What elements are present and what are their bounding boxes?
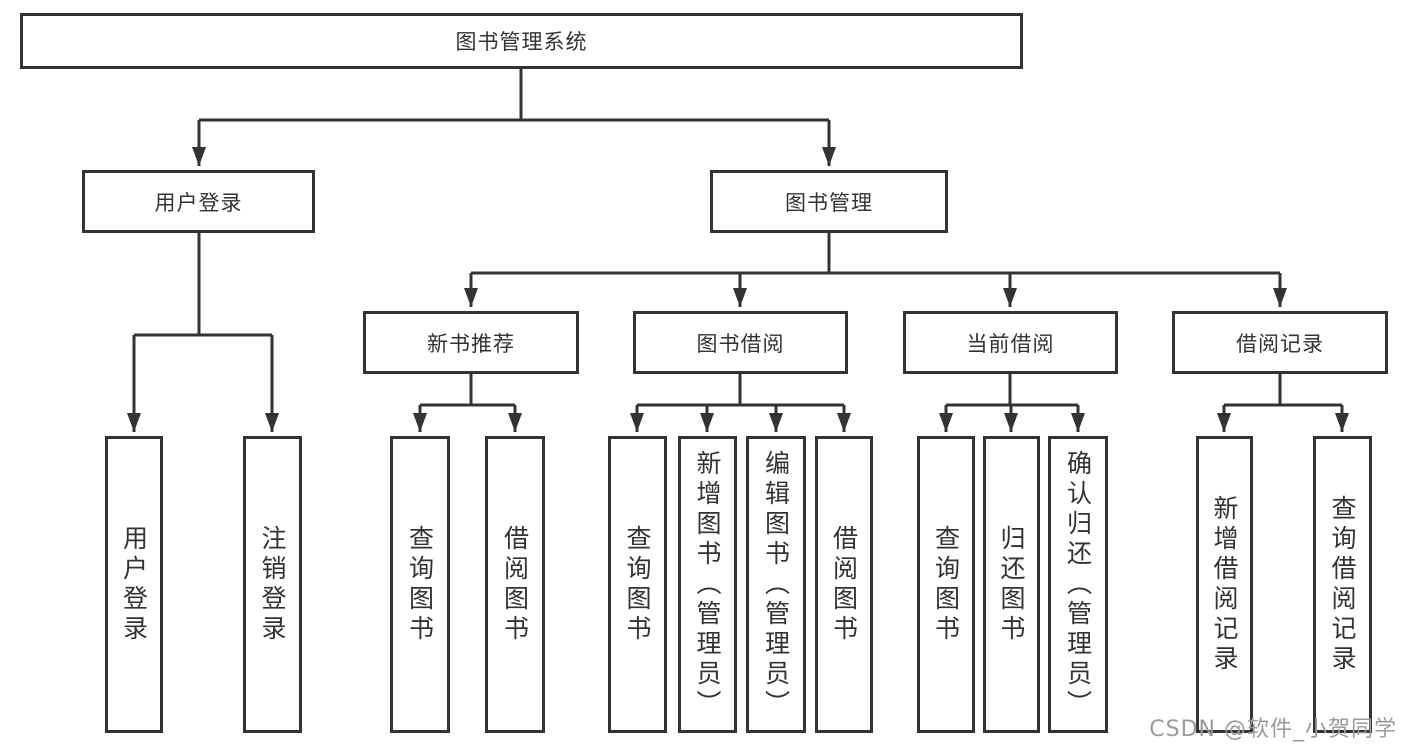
leaf-label: 新增图书（管理员） bbox=[693, 449, 722, 720]
node-book-management: 图书管理 bbox=[710, 170, 948, 233]
leaf-logout: 注销登录 bbox=[243, 436, 302, 733]
leaf-return-books: 归还图书 bbox=[983, 436, 1040, 733]
leaf-label: 查询借阅记录 bbox=[1328, 494, 1357, 675]
leaf-label: 查询图书 bbox=[405, 524, 435, 645]
node-library-system: 图书管理系统 bbox=[20, 13, 1023, 69]
node-borrow-records: 借阅记录 bbox=[1172, 311, 1388, 374]
leaf-add-borrow-record: 新增借阅记录 bbox=[1196, 436, 1253, 733]
leaf-label: 归还图书 bbox=[997, 524, 1026, 645]
leaf-confirm-return-admin: 确认归还（管理员） bbox=[1048, 436, 1108, 733]
node-new-book-recommend: 新书推荐 bbox=[363, 311, 579, 374]
leaf-edit-books-admin: 编辑图书（管理员） bbox=[746, 436, 806, 733]
leaf-query-books: 查询图书 bbox=[390, 436, 450, 733]
leaf-user-login: 用户登录 bbox=[105, 436, 163, 733]
leaf-query-books: 查询图书 bbox=[917, 436, 975, 733]
node-current-borrowing: 当前借阅 bbox=[903, 311, 1118, 374]
csdn-watermark: CSDN @软件_小贺同学 bbox=[1149, 717, 1397, 742]
leaf-label: 用户登录 bbox=[119, 524, 149, 645]
node-user-login: 用户登录 bbox=[82, 170, 315, 233]
leaf-add-books-admin: 新增图书（管理员） bbox=[678, 436, 737, 733]
leaf-label: 查询图书 bbox=[623, 524, 652, 645]
leaf-label: 查询图书 bbox=[931, 524, 961, 645]
leaf-query-books: 查询图书 bbox=[608, 436, 667, 733]
leaf-query-borrow-record: 查询借阅记录 bbox=[1313, 436, 1372, 733]
leaf-label: 借阅图书 bbox=[500, 524, 530, 645]
leaf-label: 新增借阅记录 bbox=[1210, 494, 1239, 675]
leaf-label: 借阅图书 bbox=[829, 524, 859, 645]
node-book-borrowing: 图书借阅 bbox=[633, 311, 848, 374]
leaf-label: 注销登录 bbox=[258, 524, 287, 645]
leaf-label: 确认归还（管理员） bbox=[1063, 449, 1093, 720]
leaf-label: 编辑图书（管理员） bbox=[761, 449, 791, 720]
leaf-borrow-books: 借阅图书 bbox=[815, 436, 873, 733]
leaf-borrow-books: 借阅图书 bbox=[485, 436, 545, 733]
